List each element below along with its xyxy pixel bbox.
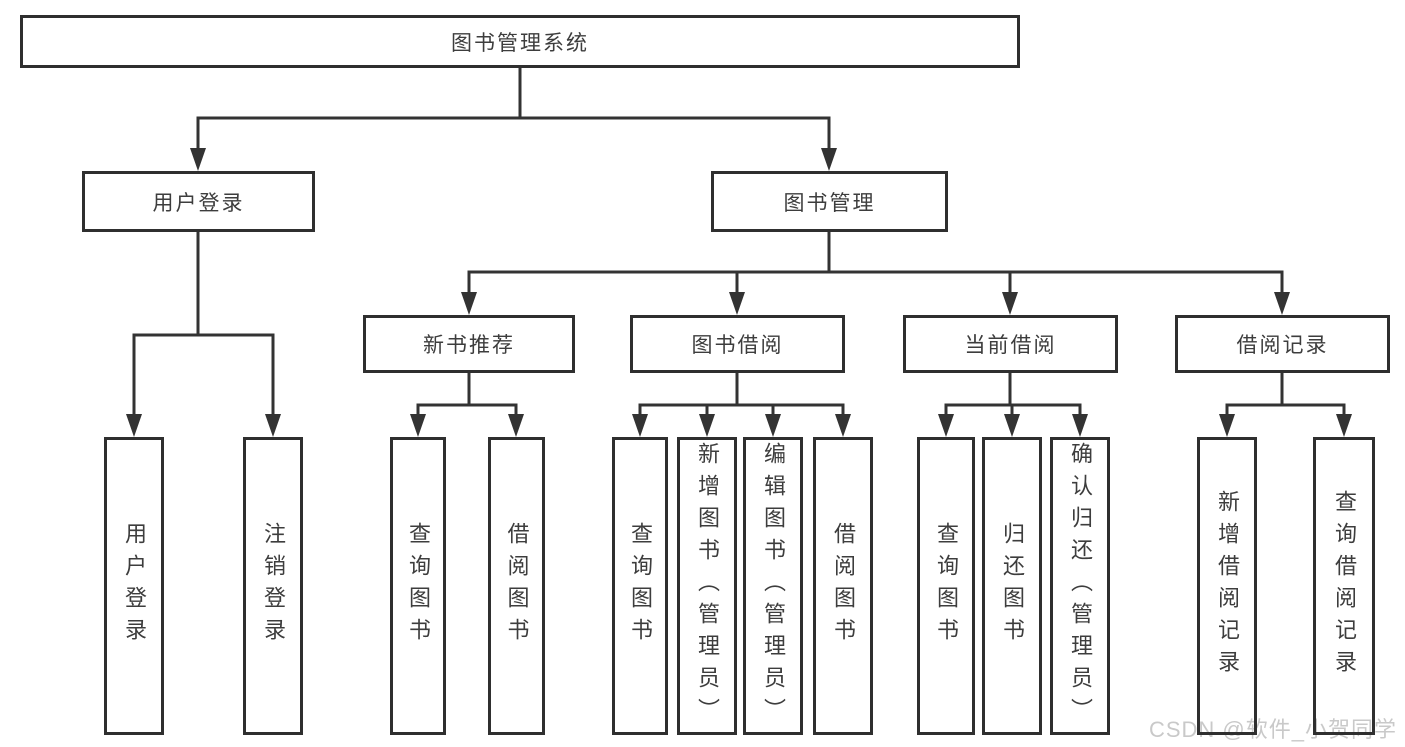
- leaf-bb-edit-books-admin-label: 编辑图书（管理员）: [761, 442, 786, 730]
- node-borrow-record: 借阅记录: [1175, 315, 1390, 373]
- leaf-nbr-borrow-books-label: 借阅图书: [504, 522, 530, 650]
- leaf-cb-return-books-label: 归还图书: [1000, 522, 1025, 650]
- leaf-cb-confirm-return-admin: 确认归还（管理员）: [1050, 437, 1110, 735]
- leaf-bb-edit-books-admin: 编辑图书（管理员）: [743, 437, 803, 735]
- node-current-borrow-label: 当前借阅: [964, 334, 1057, 357]
- leaf-logout-label: 注销登录: [261, 522, 286, 650]
- node-root: 图书管理系统: [20, 15, 1020, 68]
- connector-lines: [132, 66, 1346, 421]
- leaf-nbr-query-books: 查询图书: [390, 437, 446, 735]
- leaf-bb-borrow-books-label: 借阅图书: [831, 522, 856, 650]
- node-book-borrow-label: 图书借阅: [691, 334, 784, 357]
- leaf-cb-confirm-return-admin-label: 确认归还（管理员）: [1068, 442, 1093, 730]
- leaf-cb-return-books: 归还图书: [982, 437, 1042, 735]
- leaf-bb-add-books-admin-label: 新增图书（管理员）: [695, 442, 720, 730]
- leaf-cb-query-books-label: 查询图书: [934, 522, 959, 650]
- leaf-nbr-query-books-label: 查询图书: [406, 522, 431, 650]
- leaf-cb-query-books: 查询图书: [917, 437, 975, 735]
- watermark: CSDN @软件_小贺同学: [1148, 717, 1397, 742]
- node-root-label: 图书管理系统: [451, 31, 589, 55]
- node-book-borrow: 图书借阅: [630, 315, 845, 373]
- leaf-logout: 注销登录: [243, 437, 303, 735]
- node-book-management-label: 图书管理: [783, 191, 876, 215]
- leaf-br-query-record: 查询借阅记录: [1313, 437, 1375, 735]
- node-current-borrow: 当前借阅: [903, 315, 1118, 373]
- node-user-login: 用户登录: [82, 171, 315, 232]
- leaf-bb-query-books-label: 查询图书: [628, 522, 653, 650]
- leaf-br-add-record: 新增借阅记录: [1197, 437, 1257, 735]
- node-user-login-label: 用户登录: [152, 191, 245, 215]
- node-borrow-record-label: 借阅记录: [1236, 334, 1329, 357]
- leaf-user-login-label: 用户登录: [122, 522, 147, 650]
- leaf-nbr-borrow-books: 借阅图书: [488, 437, 545, 735]
- node-new-book-recommend: 新书推荐: [363, 315, 575, 373]
- arrowheads: [126, 148, 1352, 437]
- leaf-user-login: 用户登录: [104, 437, 164, 735]
- leaf-bb-query-books: 查询图书: [612, 437, 668, 735]
- node-new-book-recommend-label: 新书推荐: [423, 334, 515, 357]
- leaf-bb-add-books-admin: 新增图书（管理员）: [677, 437, 737, 735]
- leaf-br-query-record-label: 查询借阅记录: [1332, 490, 1357, 682]
- node-book-management: 图书管理: [711, 171, 948, 232]
- leaf-bb-borrow-books: 借阅图书: [813, 437, 873, 735]
- leaf-br-add-record-label: 新增借阅记录: [1215, 490, 1240, 682]
